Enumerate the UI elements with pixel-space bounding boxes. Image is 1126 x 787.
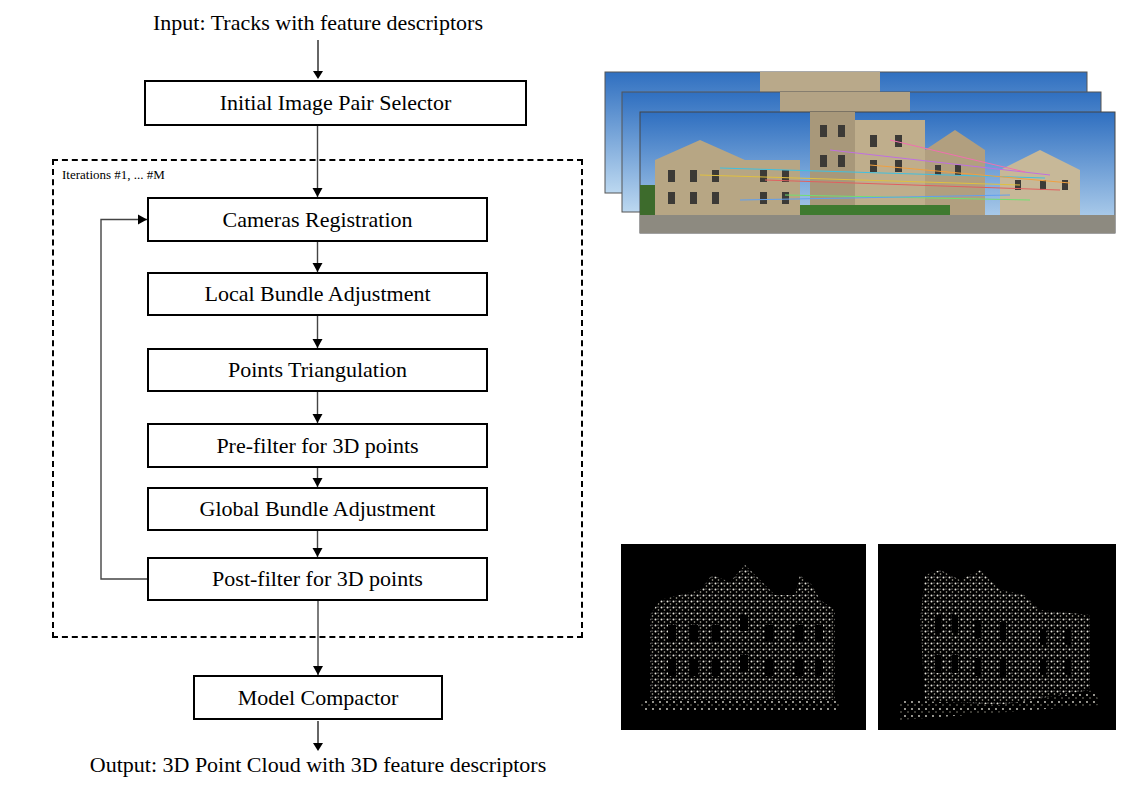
- box-label: Points Triangulation: [228, 357, 407, 383]
- box-label: Global Bundle Adjustment: [200, 496, 436, 522]
- process-box: Local Bundle Adjustment: [147, 272, 488, 316]
- flow-arrow: [313, 242, 323, 272]
- process-box: Pre-filter for 3D points: [147, 423, 488, 468]
- point-cloud-front: [621, 544, 866, 730]
- box-label: Initial Image Pair Selector: [220, 90, 452, 116]
- io-arrow: [313, 40, 323, 751]
- box-label: Model Compactor: [238, 685, 399, 711]
- box-label: Local Bundle Adjustment: [204, 281, 430, 307]
- photo-stack: [605, 72, 1115, 233]
- flow-arrow: [313, 468, 323, 487]
- box-label: Pre-filter for 3D points: [216, 433, 418, 459]
- process-box: Points Triangulation: [147, 348, 488, 392]
- process-box: Post-filter for 3D points: [147, 557, 488, 601]
- box-label: Cameras Registration: [222, 207, 412, 233]
- flow-arrow: [313, 531, 323, 557]
- flow-arrow: [313, 126, 323, 197]
- flow-arrow: [313, 316, 323, 348]
- process-box: Global Bundle Adjustment: [147, 487, 488, 531]
- process-box: Model Compactor: [193, 675, 443, 720]
- input-label: Input: Tracks with feature descriptors: [153, 10, 483, 36]
- process-box: Cameras Registration: [147, 197, 488, 242]
- group-heading: Iterations #1, ... #M: [62, 167, 165, 183]
- output-label: Output: 3D Point Cloud with 3D feature d…: [90, 752, 546, 778]
- point-cloud-side: [878, 544, 1116, 730]
- flow-arrow: [313, 392, 323, 423]
- flow-arrow: [313, 601, 323, 675]
- iteration-group: Iterations #1, ... #M Cameras Registratio…: [52, 159, 583, 638]
- box-label: Post-filter for 3D points: [212, 566, 423, 592]
- selector-box: Initial Image Pair Selector: [144, 80, 527, 126]
- flow-arrow: [101, 215, 147, 580]
